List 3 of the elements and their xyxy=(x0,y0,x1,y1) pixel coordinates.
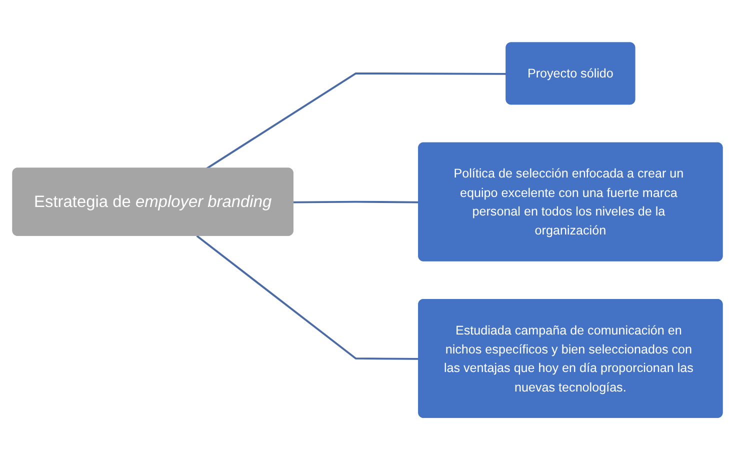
connector xyxy=(206,72,507,170)
connector xyxy=(293,200,420,204)
connector xyxy=(196,235,420,360)
